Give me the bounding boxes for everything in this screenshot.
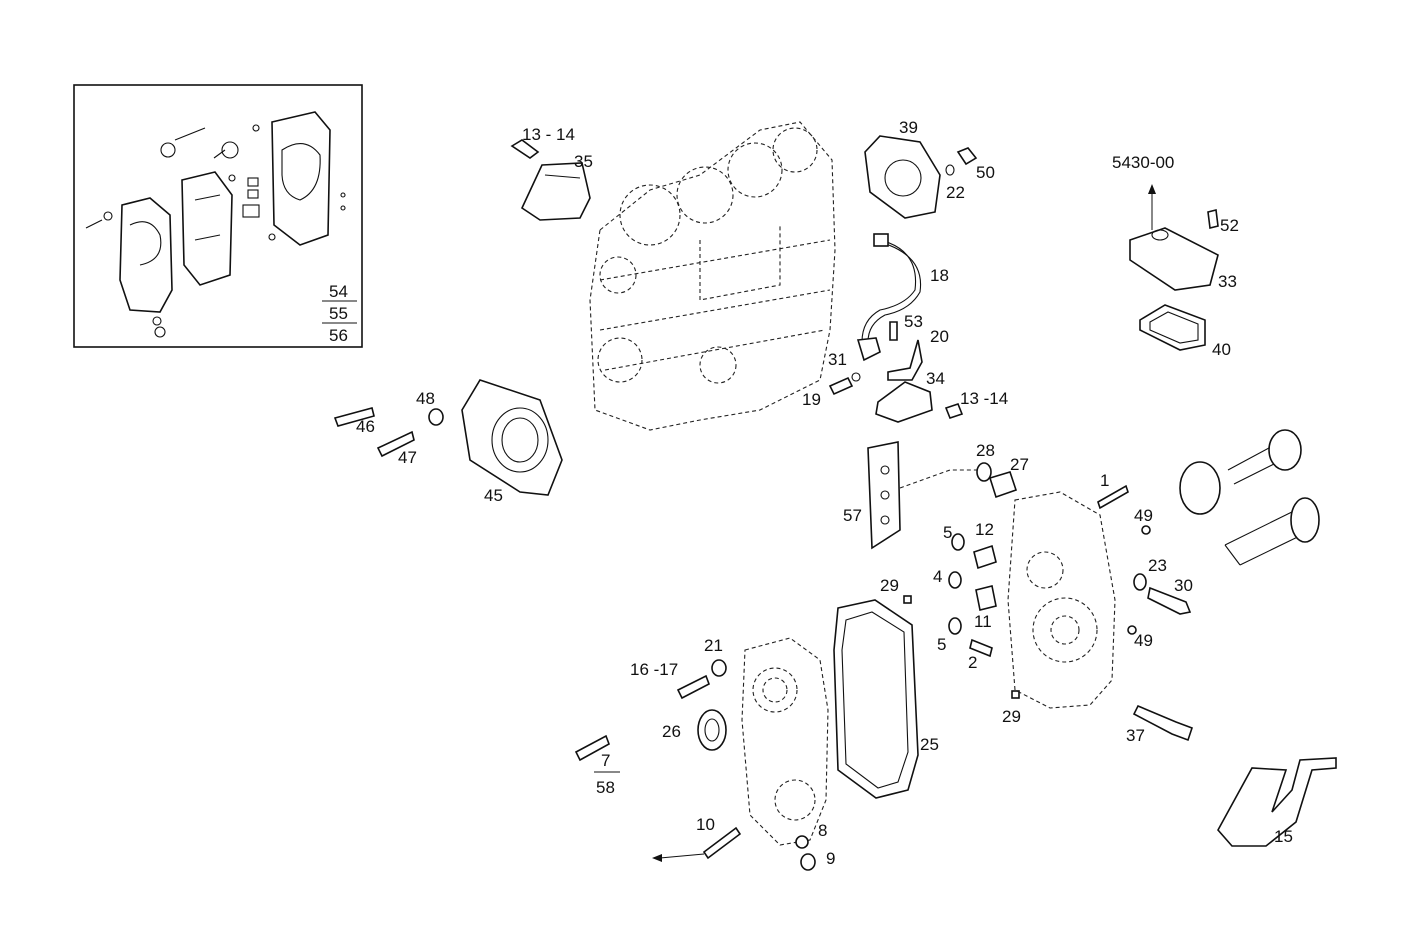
bolt-47	[376, 430, 415, 458]
label-12: 12	[975, 520, 994, 539]
plug-49-bottom	[1127, 625, 1137, 635]
ring-5-top	[951, 533, 965, 551]
label-5-bottom: 5	[937, 635, 946, 654]
part-39-cover	[864, 135, 978, 219]
label-5-top: 5	[943, 523, 952, 542]
bushing-27	[988, 471, 1018, 499]
gasket-25	[833, 599, 919, 799]
ring-23	[1133, 573, 1147, 591]
bolt-16-17	[676, 674, 710, 700]
gear-housing	[1007, 491, 1116, 709]
inset-box: 54 55 56	[73, 84, 363, 348]
nut-21	[711, 659, 727, 677]
label-20: 20	[930, 327, 949, 346]
pin-2	[969, 638, 993, 658]
label-58: 58	[596, 778, 615, 797]
washer-48	[428, 408, 444, 426]
label-57: 57	[843, 506, 862, 525]
label-4: 4	[933, 567, 942, 586]
label-35: 35	[574, 152, 593, 171]
ring-28	[976, 462, 992, 482]
label-30: 30	[1174, 576, 1193, 595]
label-39: 39	[899, 118, 918, 137]
label-18: 18	[930, 266, 949, 285]
label-52: 52	[1220, 216, 1239, 235]
label-28: 28	[976, 441, 995, 460]
label-16-17: 16 -17	[630, 660, 678, 679]
part-18-pipe	[828, 233, 964, 423]
label-26: 26	[662, 722, 681, 741]
bolt-46	[333, 407, 375, 427]
ring-5-bottom	[948, 617, 962, 635]
inset-label-55: 55	[329, 304, 348, 323]
label-11: 11	[974, 612, 992, 631]
label-47: 47	[398, 448, 417, 467]
ring-8	[795, 835, 809, 849]
label-40: 40	[1212, 340, 1231, 359]
bracket-15	[1217, 757, 1337, 847]
label-21: 21	[704, 636, 723, 655]
label-23: 23	[1148, 556, 1167, 575]
label-9: 9	[826, 849, 835, 868]
bushing-12	[973, 544, 997, 570]
label-49-bottom: 49	[1134, 631, 1153, 650]
label-7: 7	[601, 751, 610, 770]
part-40-gasket	[1139, 304, 1206, 351]
pin-10	[652, 826, 742, 862]
gear-shafts	[1179, 429, 1320, 566]
bolt-13-14-top	[510, 139, 540, 159]
bolt-37	[1132, 704, 1194, 742]
ring-4	[948, 571, 962, 589]
label-49-top: 49	[1134, 506, 1153, 525]
inset-label-54: 54	[329, 282, 348, 301]
label-27: 27	[1010, 455, 1029, 474]
label-1: 1	[1100, 471, 1109, 490]
label-25: 25	[920, 735, 939, 754]
label-33: 33	[1218, 272, 1237, 291]
label-19: 19	[802, 390, 821, 409]
plug-49-top	[1141, 525, 1151, 535]
label-29-bottom: 29	[1002, 707, 1021, 726]
inset-label-56: 56	[329, 326, 348, 345]
label-2: 2	[968, 653, 977, 672]
label-46: 46	[356, 417, 375, 436]
label-22: 22	[946, 183, 965, 202]
bushing-11	[975, 585, 997, 611]
label-37: 37	[1126, 726, 1145, 745]
seal-26	[697, 709, 727, 751]
bolt-30	[1147, 586, 1192, 615]
callout-labels: 13 - 14 35 39 50 22 5430-00 52 33 40 18 …	[356, 118, 1293, 868]
label-15: 15	[1274, 827, 1293, 846]
label-31: 31	[828, 350, 847, 369]
label-13-14-top: 13 - 14	[522, 125, 575, 144]
label-50: 50	[976, 163, 995, 182]
label-45: 45	[484, 486, 503, 505]
label-10: 10	[696, 815, 715, 834]
label-13-14-right: 13 -14	[960, 389, 1008, 408]
label-29-top: 29	[880, 576, 899, 595]
label-8: 8	[818, 821, 827, 840]
part-35-bracket	[520, 162, 591, 221]
pin-1	[1097, 484, 1129, 510]
dowel-29-top	[903, 595, 912, 604]
label-48: 48	[416, 389, 435, 408]
dowel-29-bottom	[1011, 690, 1020, 699]
label-53: 53	[904, 312, 923, 331]
label-5430-00: 5430-00	[1112, 153, 1174, 172]
bolt-7-58	[574, 734, 610, 762]
part-45-plate	[461, 379, 563, 496]
label-34: 34	[926, 369, 945, 388]
part-57-plate	[867, 441, 978, 550]
timing-cover	[741, 637, 829, 846]
part-33-cover	[1129, 184, 1219, 291]
engine-block	[589, 121, 836, 431]
nut-9	[800, 853, 816, 871]
